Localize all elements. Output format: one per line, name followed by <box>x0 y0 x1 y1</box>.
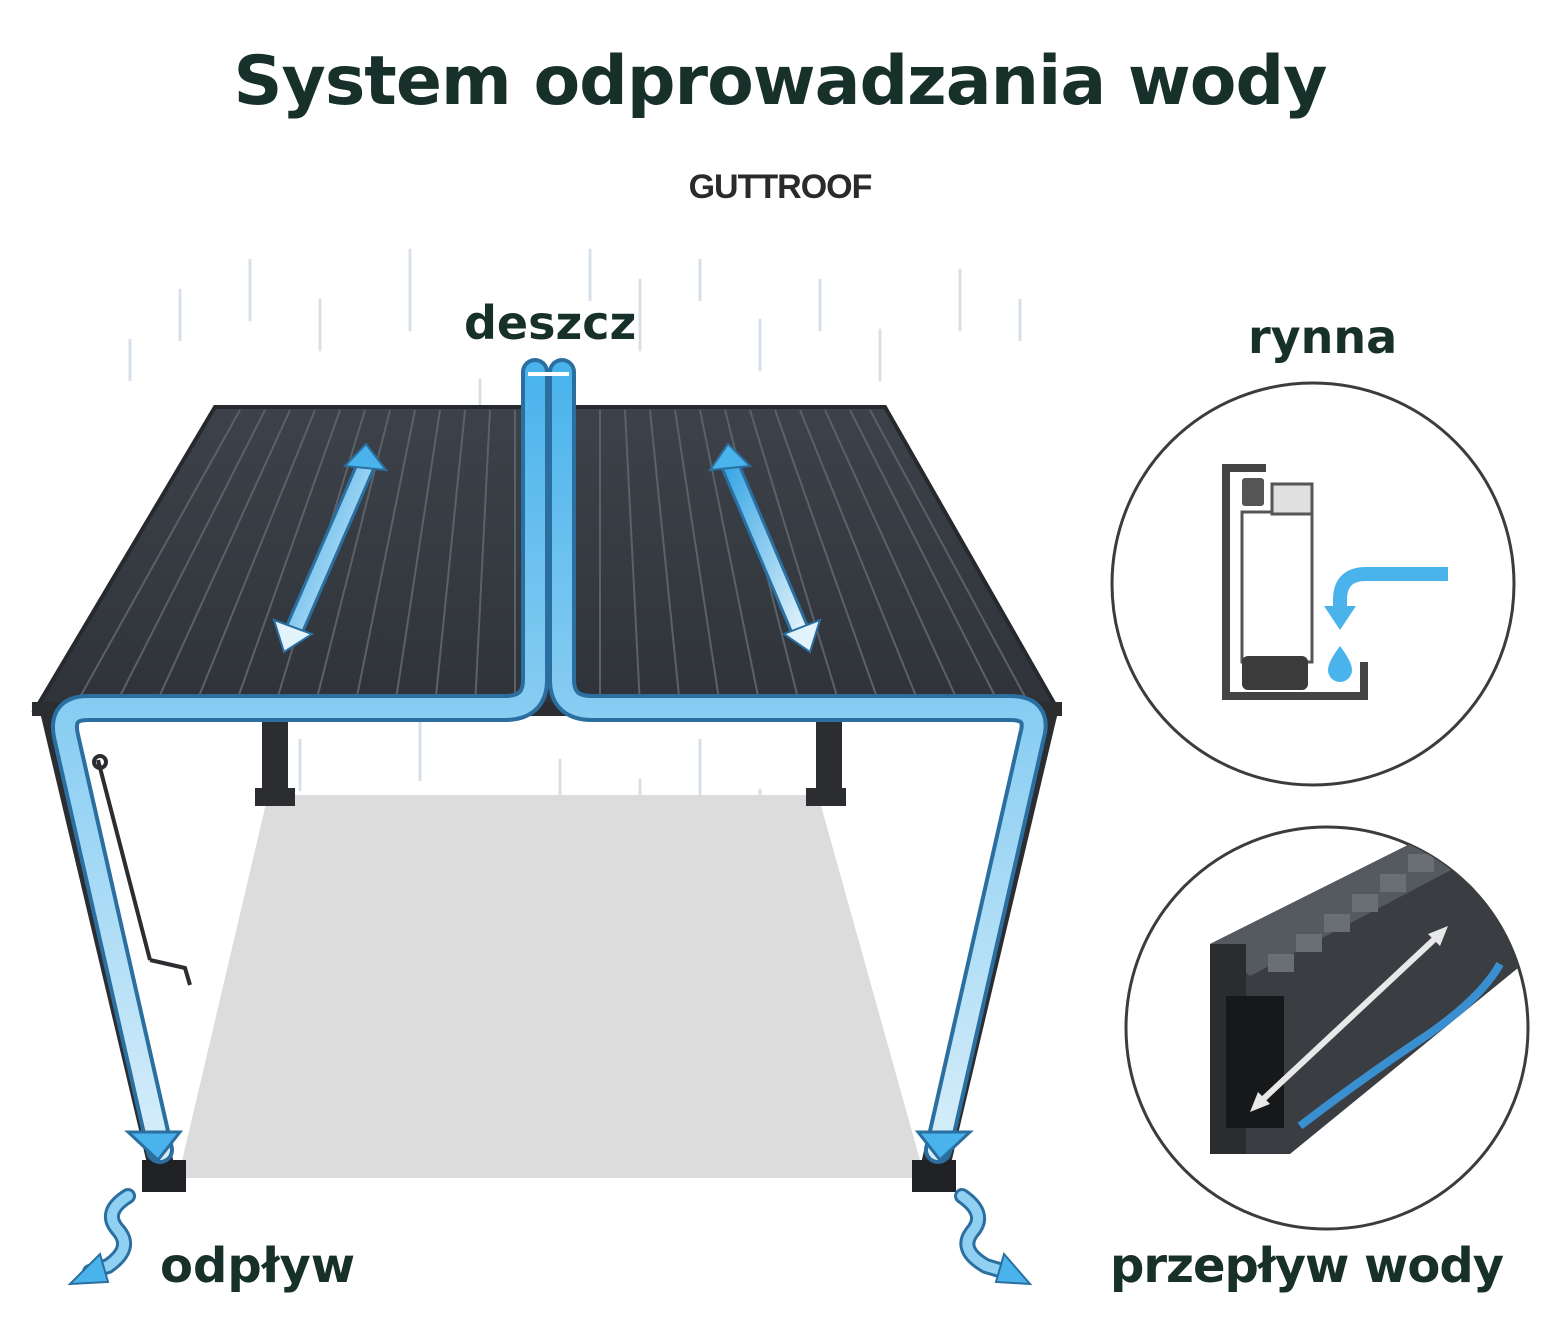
drain-arrow-left <box>67 1188 136 1286</box>
down-arrow-left <box>124 1130 184 1163</box>
tilt-arrow-right <box>707 442 822 654</box>
label-rain: deszcz <box>464 296 637 350</box>
back-post-left <box>262 712 288 800</box>
crank-handle <box>92 754 192 986</box>
label-water-flow: przepływ wody <box>1110 1238 1504 1294</box>
gutter-flow-detail <box>1124 825 1530 1231</box>
label-drain: odpływ <box>160 1238 356 1294</box>
brand-logo: GUTTROOF <box>688 168 873 206</box>
down-arrow-right <box>914 1130 974 1163</box>
drain-arrow-right <box>954 1188 1033 1286</box>
label-gutter: rynna <box>1248 310 1398 364</box>
back-post-right <box>816 712 842 800</box>
page-title: System odprowadzania wody <box>233 42 1328 121</box>
tilt-arrow-left <box>272 442 389 654</box>
gutter-cross-section <box>1110 381 1516 787</box>
floor-shadow <box>178 795 925 1178</box>
rain-flow-center <box>51 358 1048 1164</box>
